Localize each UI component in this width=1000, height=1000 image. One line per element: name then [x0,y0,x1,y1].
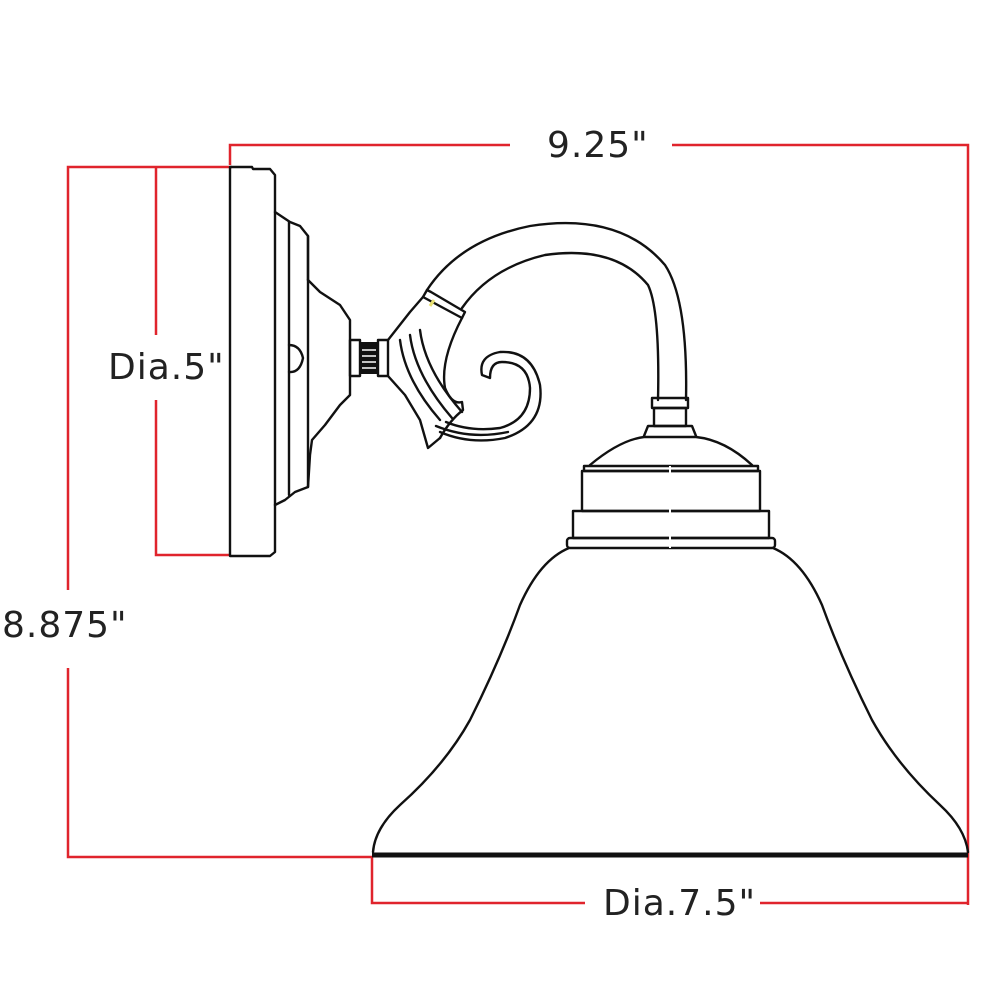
shade-diameter-label: Dia.7.5" [603,883,757,924]
mounting-cup [273,210,352,507]
overall-width-label: 9.25" [547,125,649,166]
shade-dimension-line-left [370,857,585,905]
set-screw-icon [287,343,305,374]
scroll-arm [386,221,688,450]
height-dimension-line-top [66,165,232,590]
knurled-nipple [348,338,390,378]
dimension-lines [66,143,970,905]
width-dimension-line-left [228,143,510,165]
backplate-diameter-label: Dia.5" [108,347,225,388]
width-dimension-line-right [672,143,970,905]
backplate-dimension-line-bottom [154,400,230,557]
backplate [228,165,277,558]
socket-cup [565,396,777,550]
overall-height-label: 8.875" [2,605,128,646]
bell-glass-shade [371,546,970,858]
height-dimension-line-bottom [66,668,372,859]
